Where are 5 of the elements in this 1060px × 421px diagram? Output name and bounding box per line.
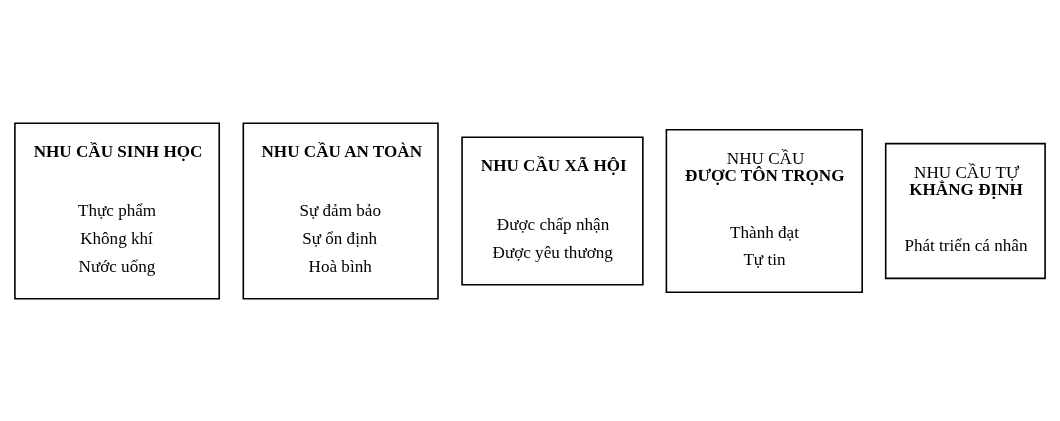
node-box: NHU CẦU AN TOÀN Sự đảm bảo Sự ổn định Hoà bình [242, 122, 439, 300]
node-box: NHU CẦU XÃ HỘI Được chấp nhận Được yêu thương [461, 135, 644, 286]
node-box: NHU CẦU TỰ KHẲNG ĐỊNH Phát triển cá nhân [884, 142, 1046, 279]
node-box: NHU CẦU SINH HỌC Thực phẩm Không khí Nước uống [14, 122, 221, 300]
node-box: NHU CẦU ĐƯỢC TÔN TRỌNG Thành đạt Tự tin [665, 128, 863, 293]
